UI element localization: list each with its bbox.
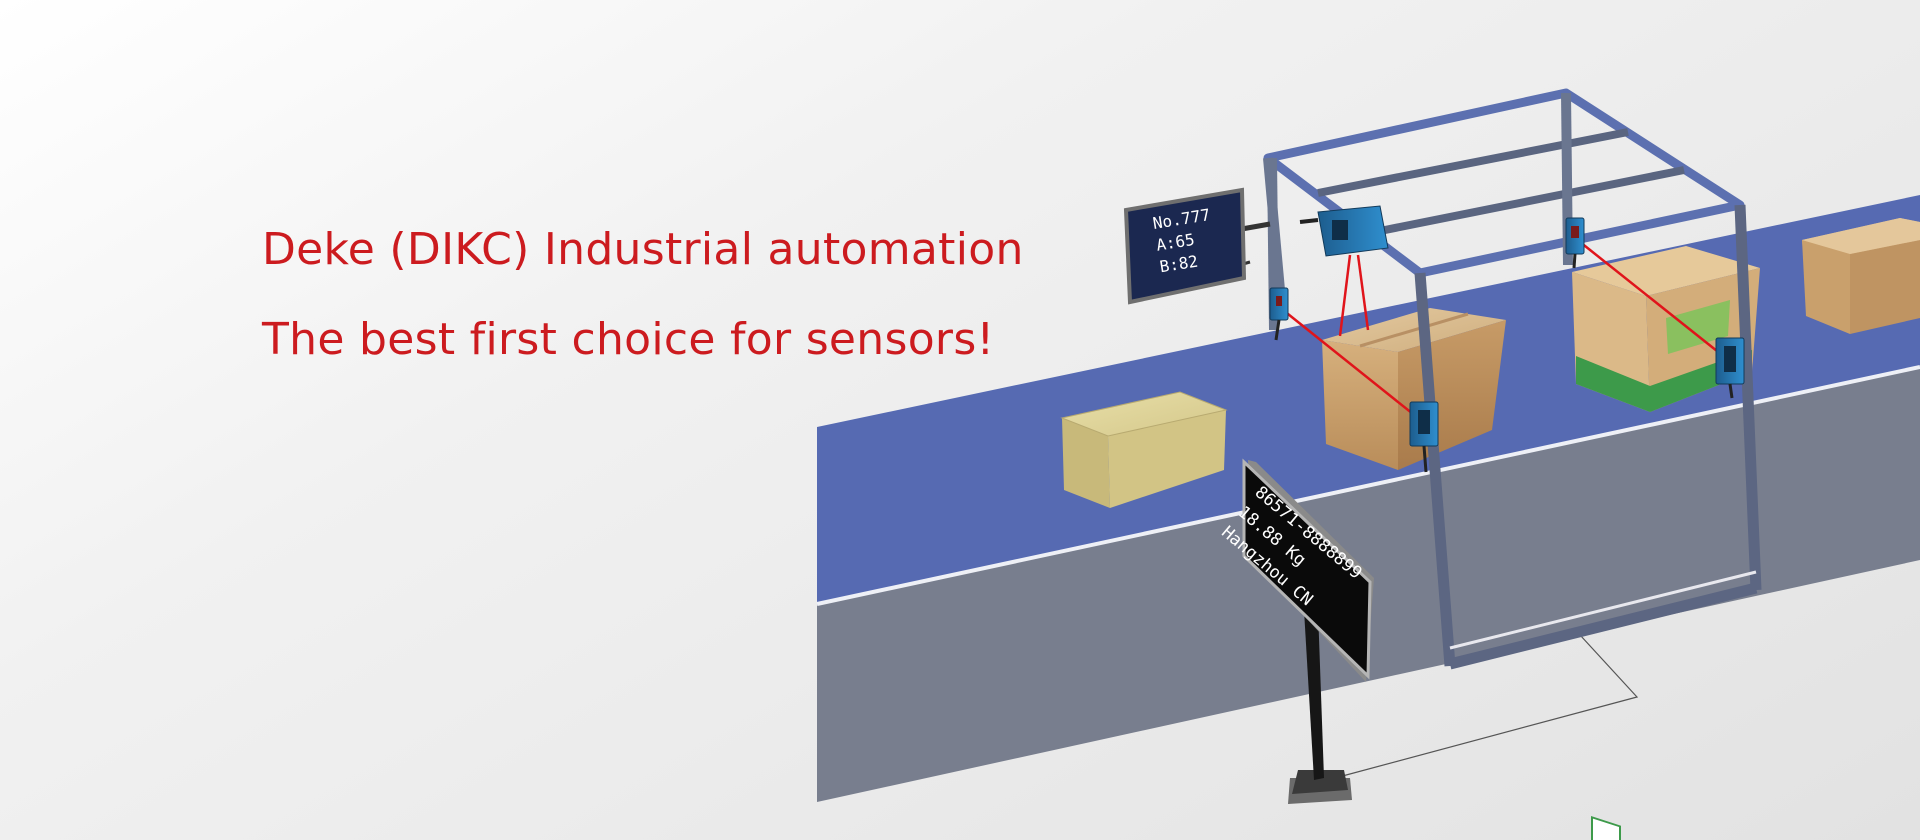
banner-headline: Deke (DIKC) Industrial automation <box>262 224 1024 275</box>
banner-subheadline: The best first choice for sensors! <box>262 314 995 365</box>
laser-beams <box>1282 237 1723 419</box>
sensor-icon <box>1269 287 1289 341</box>
shoe-box <box>1060 391 1228 508</box>
sensor-icon <box>1299 205 1389 257</box>
floor-lines <box>1334 634 1639 779</box>
cardboard-box-far-right <box>1802 218 1920 334</box>
display-icon: No.777 A:65 B:82 <box>1123 187 1271 305</box>
sensor-icon <box>1715 337 1745 399</box>
sensor-icon <box>1409 401 1439 473</box>
sensor-icon <box>1565 217 1585 269</box>
belt-edge-highlight <box>816 365 1920 606</box>
frame-front <box>1267 157 1762 670</box>
